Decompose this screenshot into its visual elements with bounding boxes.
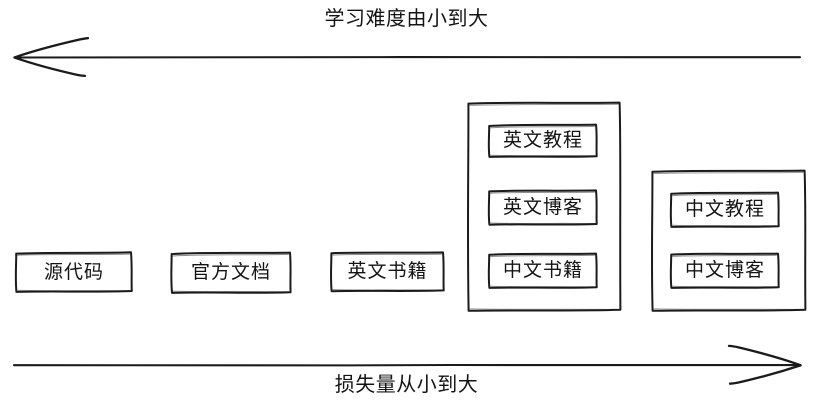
node-label-chinese-blogs[interactable]: 中文博客 <box>684 260 765 281</box>
node-label-chinese-tutorials[interactable]: 中文教程 <box>684 199 765 220</box>
group-2-region[interactable] <box>651 170 806 311</box>
node-label-chinese-books[interactable]: 中文书籍 <box>502 260 583 281</box>
difficulty-axis-arrow <box>13 37 802 78</box>
difficulty-axis-label: 学习难度由小到大 <box>324 8 489 30</box>
node-label-english-blogs[interactable]: 英文博客 <box>502 197 583 218</box>
node-label-english-tutorials[interactable]: 英文教程 <box>502 130 583 151</box>
node-label-source-code[interactable]: 源代码 <box>43 261 104 283</box>
loss-axis-label: 损失量从小到大 <box>334 374 479 396</box>
group-1-region[interactable] <box>467 102 621 311</box>
node-label-english-books[interactable]: 英文书籍 <box>347 261 428 282</box>
node-label-official-docs[interactable]: 官方文档 <box>190 262 271 283</box>
